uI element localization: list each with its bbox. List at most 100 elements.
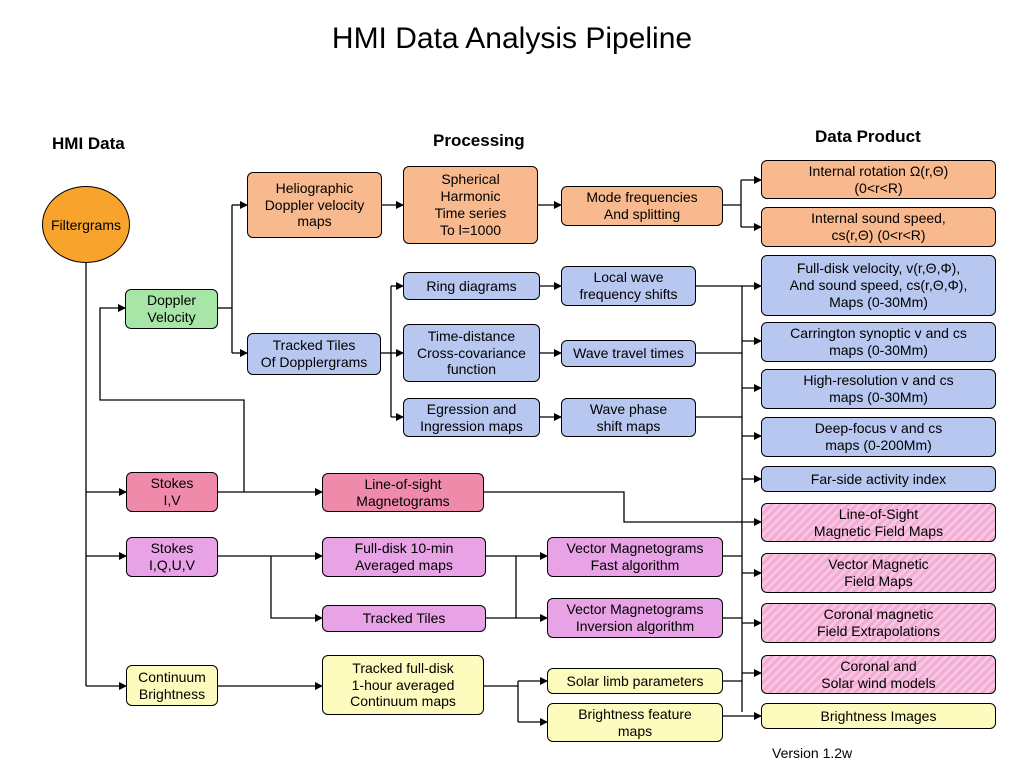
box-label: Coronal magnetic [823,606,934,623]
box-label: Egression and [426,400,517,417]
box-label: Time series [434,205,507,221]
high-resolution-box: High-resolution v and cs maps (0-30Mm) [761,369,996,409]
doppler-velocity-box: Doppler Velocity [125,289,218,329]
stokes-iquv-box: Stokes I,Q,U,V [126,537,218,577]
box-label: I,Q,U,V [149,557,195,573]
box-label: Doppler [146,292,197,309]
internal-rotation-box: Internal rotation Ω(r,Θ) (0<r<R) [761,160,996,199]
version-label: Version 1.2w [772,745,853,761]
los-magnetograms-box: Line-of-sight Magnetograms [322,473,484,512]
box-label: Cross-covariance [417,344,526,361]
box-label: Stokes [150,540,194,557]
box-label: Averaged maps [355,557,453,573]
vector-inversion-box: Vector Magnetograms Inversion algorithm [547,598,723,638]
box-label: And sound speed, cs(r,Θ,Φ), [789,277,968,294]
box-label: cs(r,Θ) (0<r<R) [831,227,926,243]
box-label: maps [297,213,332,230]
brightness-images-box: Brightness Images [761,703,996,729]
box-label: maps (0-30Mm) [829,389,928,405]
wave-phase-box: Wave phase shift maps [561,398,696,437]
los-field-maps-box: Line-of-Sight Magnetic Field Maps [761,503,996,542]
box-label: Brightness Images [820,707,937,724]
box-label: Solar limb parameters [566,672,704,689]
fulldisk-10min-box: Full-disk 10-min Averaged maps [322,537,486,577]
far-side-box: Far-side activity index [761,466,996,492]
box-label: Wave travel times [573,345,684,362]
box-label: Internal sound speed, [811,210,946,227]
egression-ingression-box: Egression and Ingression maps [403,398,540,437]
deep-focus-box: Deep-focus v and cs maps (0-200Mm) [761,417,996,457]
box-label: To l=1000 [439,221,502,238]
box-label: maps (0-200Mm) [825,437,932,453]
box-label: Local wave [593,269,664,286]
box-label: Doppler velocity [264,196,365,213]
heliographic-doppler-box: Heliographic Doppler velocity maps [247,172,382,238]
box-label: Harmonic [440,188,501,205]
box-label: Time-distance [427,327,516,344]
box-label: Full-disk 10-min [354,540,454,557]
vector-fast-box: Vector Magnetograms Fast algorithm [547,537,723,577]
box-label: Line-of-sight [364,475,442,492]
box-label: Ingression maps [420,417,523,434]
box-label: Vector Magnetograms [566,601,704,618]
brightness-feature-box: Brightness feature maps [547,703,723,742]
box-label: Full-disk velocity, v(r,Θ,Φ), [796,260,961,277]
header-processing: Processing [433,131,525,150]
time-distance-box: Time-distance Cross-covariance function [403,324,540,382]
solar-limb-box: Solar limb parameters [547,668,723,694]
spherical-harmonic-box: Spherical Harmonic Time series To l=1000 [403,166,538,244]
box-label: Tracked full-disk [352,659,454,676]
box-label: Far-side activity index [810,470,947,487]
box-label: 1-hour averaged [351,676,455,693]
box-label: Carrington synoptic v and cs [790,325,967,342]
box-label: Heliographic [275,179,354,196]
box-label: maps (0-30Mm) [829,342,928,358]
box-label: Spherical [441,171,500,188]
box-label: Vector Magnetograms [566,540,704,557]
mode-frequencies-box: Mode frequencies And splitting [561,186,723,226]
box-label: (0<r<R) [854,179,903,196]
box-label: Solar wind models [821,674,936,691]
box-label: Continuum maps [350,693,456,710]
box-label: Tracked Tiles [362,610,446,627]
box-label: function [446,361,497,378]
stokes-iv-box: Stokes I,V [126,472,218,512]
box-label: Continuum [138,668,206,685]
carrington-synoptic-box: Carrington synoptic v and cs maps (0-30M… [761,322,996,362]
box-label: Vector Magnetic [828,556,929,573]
box-label: I,V [163,492,181,508]
header-data-product: Data Product [815,127,921,146]
vector-field-maps-box: Vector Magnetic Field Maps [761,553,996,593]
box-label: Ring diagrams [426,277,517,294]
box-label: Of Dopplergrams [260,354,368,370]
box-label: Magnetograms [356,492,450,509]
filtergrams-node: Filtergrams [42,186,130,263]
tracked-fulldisk-box: Tracked full-disk 1-hour averaged Contin… [322,655,484,715]
box-label: maps [617,722,653,739]
box-label: shift maps [596,417,661,434]
box-label: Field Extrapolations [817,623,940,639]
box-label: Line-of-Sight [838,505,919,522]
box-label: frequency shifts [579,286,678,302]
tracked-tiles-dopplergrams-box: Tracked Tiles Of Dopplergrams [247,333,381,375]
box-label: Stokes [150,475,194,492]
box-label: Brightness [138,685,206,702]
box-label: And splitting [603,206,681,222]
fulldisk-velocity-box: Full-disk velocity, v(r,Θ,Φ), And sound … [761,255,996,316]
coronal-extrapolations-box: Coronal magnetic Field Extrapolations [761,603,996,643]
page-title: HMI Data Analysis Pipeline [331,22,693,55]
box-label: Field Maps [844,573,913,589]
wave-travel-times-box: Wave travel times [561,340,696,367]
internal-sound-speed-box: Internal sound speed, cs(r,Θ) (0<r<R) [761,207,996,247]
filtergrams-label: Filtergrams [50,216,121,233]
box-label: Deep-focus v and cs [814,420,943,437]
ring-diagrams-box: Ring diagrams [403,272,540,300]
box-label: Maps (0-30Mm) [829,293,928,310]
box-label: Coronal and [840,657,917,674]
box-label: Magnetic Field Maps [813,522,944,539]
coronal-wind-models-box: Coronal and Solar wind models [761,655,996,694]
box-label: High-resolution v and cs [803,372,954,389]
box-label: Fast algorithm [590,557,680,573]
local-wave-box: Local wave frequency shifts [561,266,696,306]
